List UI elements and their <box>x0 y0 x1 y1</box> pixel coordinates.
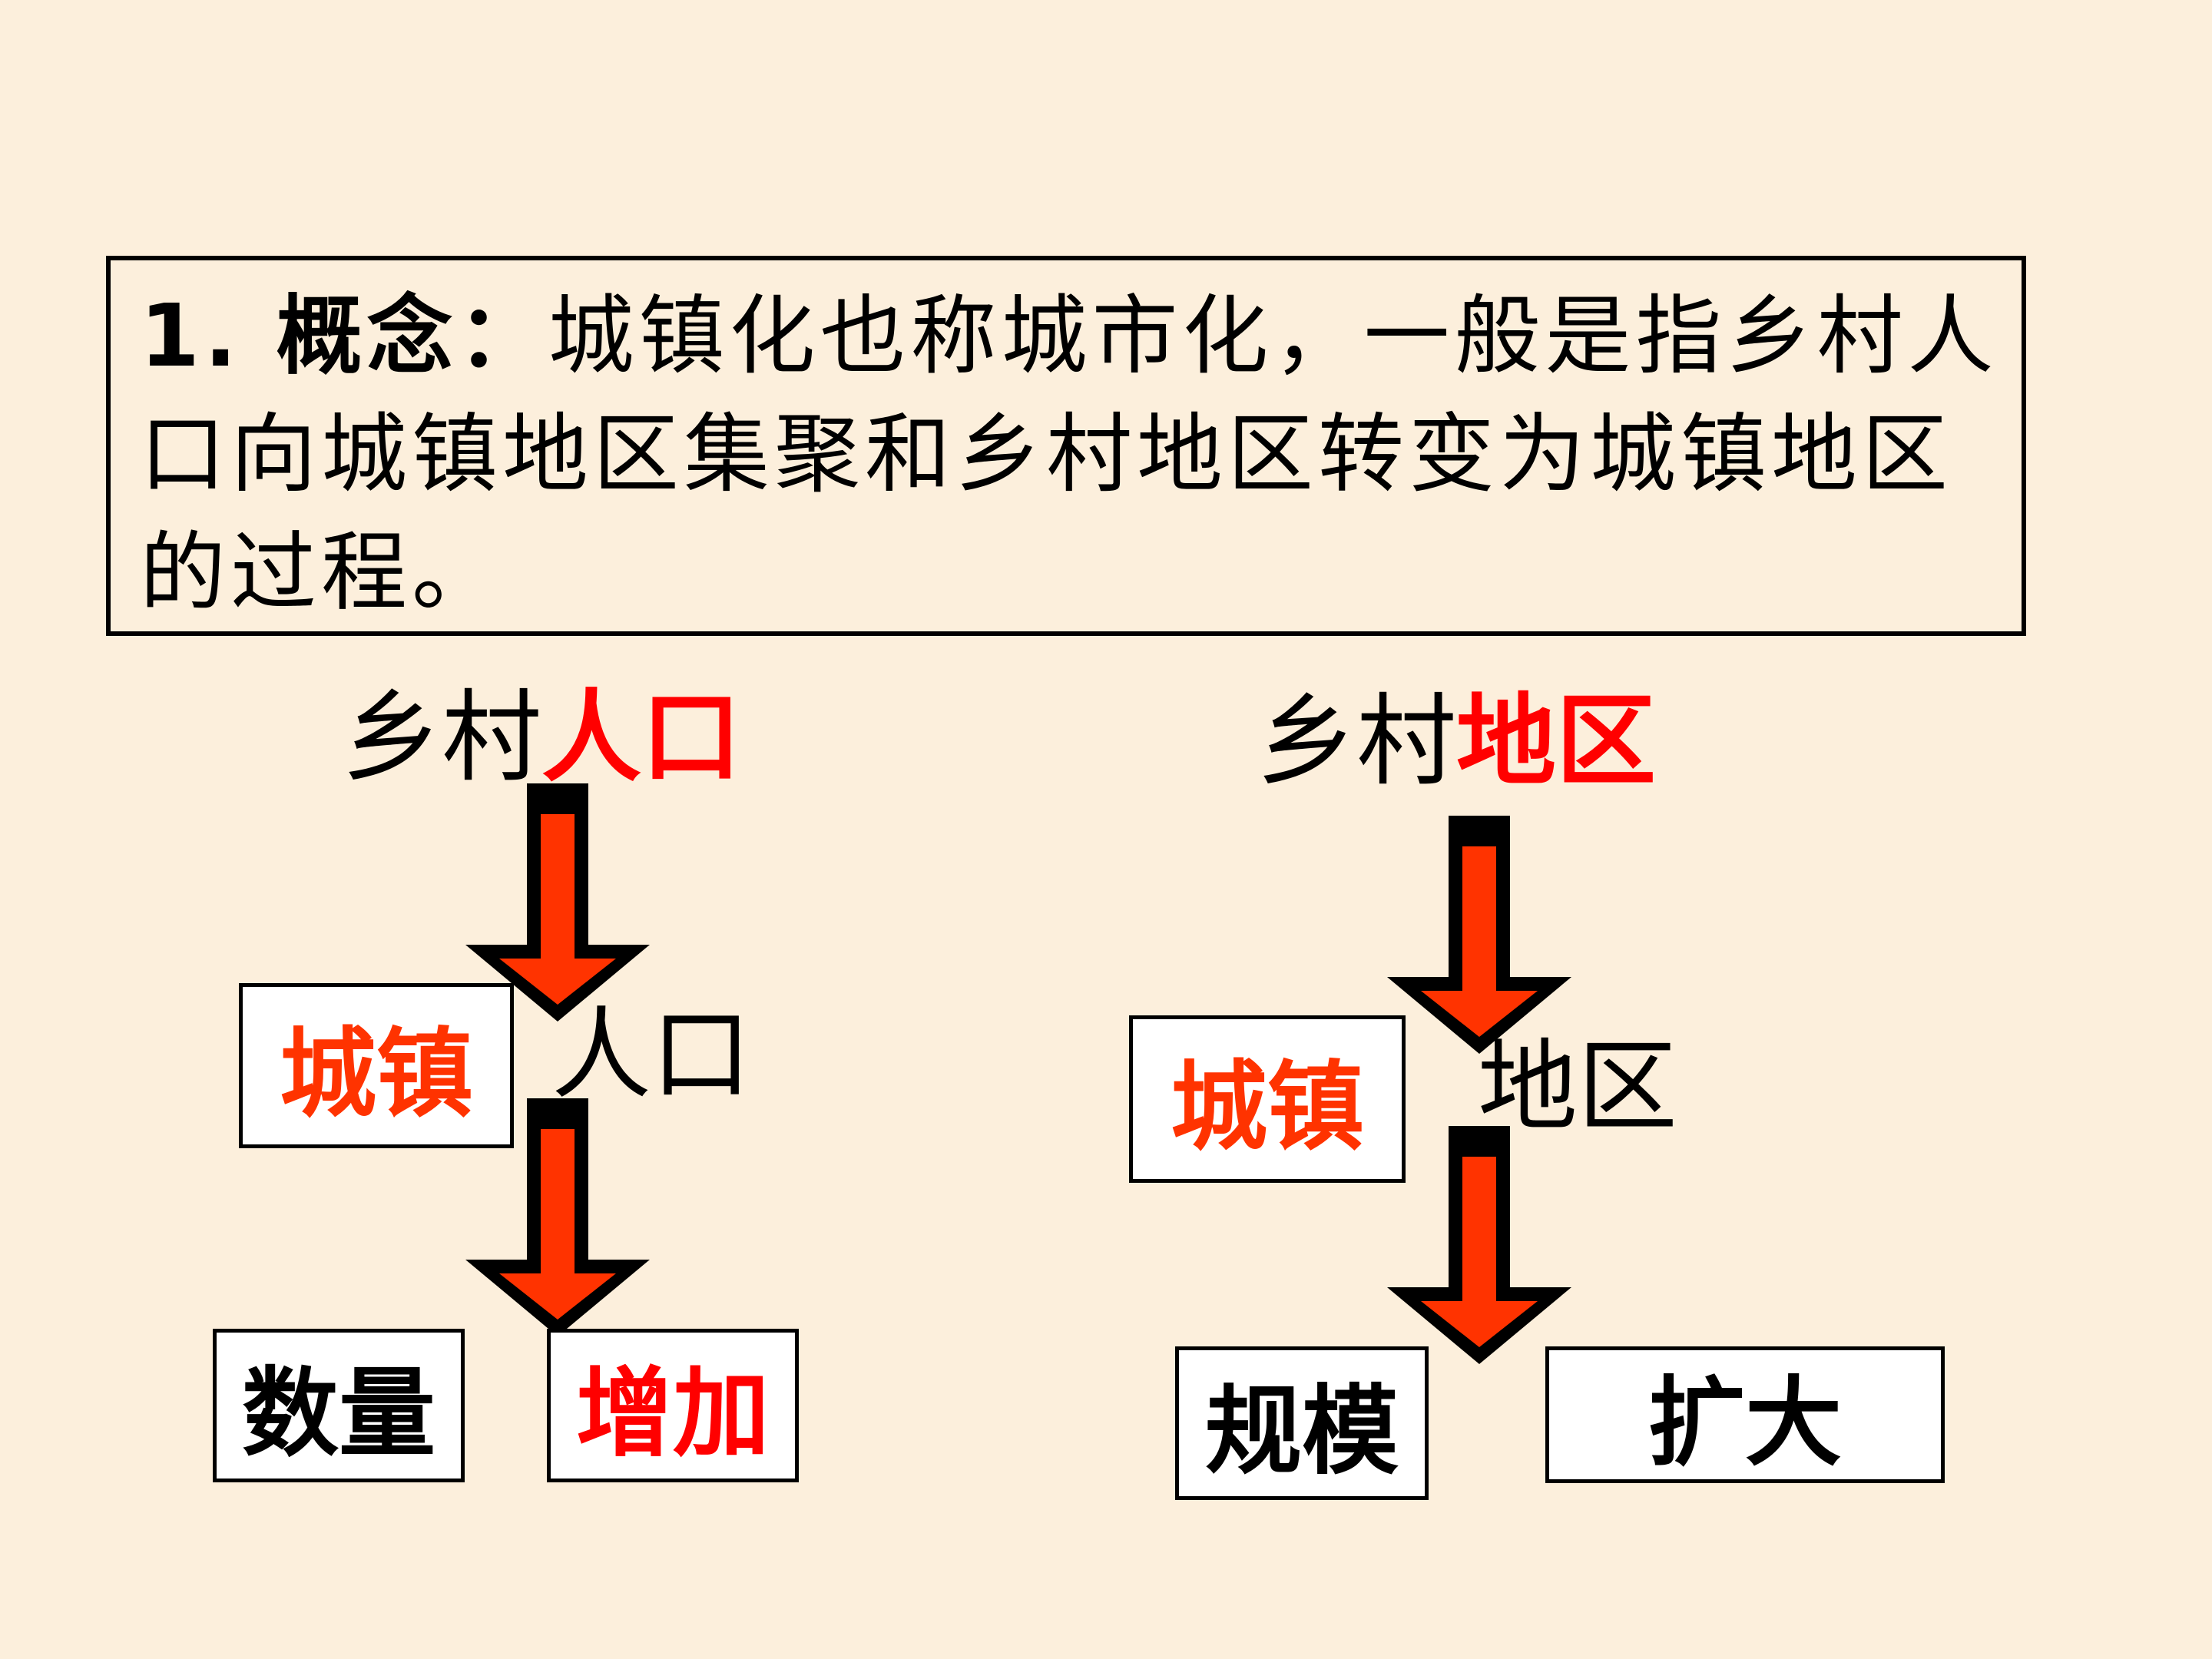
concept-title: 1. 概念： <box>140 286 548 386</box>
concept-body: 城镇化也称城市化，一般是指乡村人口向城镇地区集聚和乡村地区转变为城镇地区的过程。 <box>140 286 1998 623</box>
left-top-highlight: 人口 <box>541 678 742 796</box>
right-bottom-left-box: 规模 <box>1175 1346 1429 1500</box>
left-arrow-1 <box>465 783 650 1022</box>
concept-text: 1. 概念：城镇化也称城市化，一般是指乡村人口向城镇地区集聚和乡村地区转变为城镇… <box>140 277 2014 632</box>
left-arrow-2 <box>465 1098 650 1336</box>
left-top-label: 乡村人口 <box>342 687 741 788</box>
left-top-prefix: 乡村 <box>342 679 542 796</box>
right-arrow-1 <box>1387 816 1571 1054</box>
left-mid-label: 人口 <box>551 996 752 1113</box>
right-arrow-2 <box>1387 1126 1571 1364</box>
right-mid-label: 地区 <box>1478 1028 1678 1145</box>
concept-box: 1. 概念：城镇化也称城市化，一般是指乡村人口向城镇地区集聚和乡村地区转变为城镇… <box>106 256 2026 636</box>
left-mid-box: 城镇 <box>239 983 514 1148</box>
left-bottom-right-box: 增加 <box>547 1329 799 1482</box>
right-top-highlight: 地区 <box>1456 682 1657 800</box>
right-mid-box: 城镇 <box>1129 1015 1406 1183</box>
left-bottom-left-box: 数量 <box>213 1329 465 1482</box>
right-top-label: 乡村地区 <box>1257 691 1656 792</box>
right-top-prefix: 乡村 <box>1257 683 1457 800</box>
right-bottom-right-box: 扩大 <box>1545 1346 1945 1483</box>
